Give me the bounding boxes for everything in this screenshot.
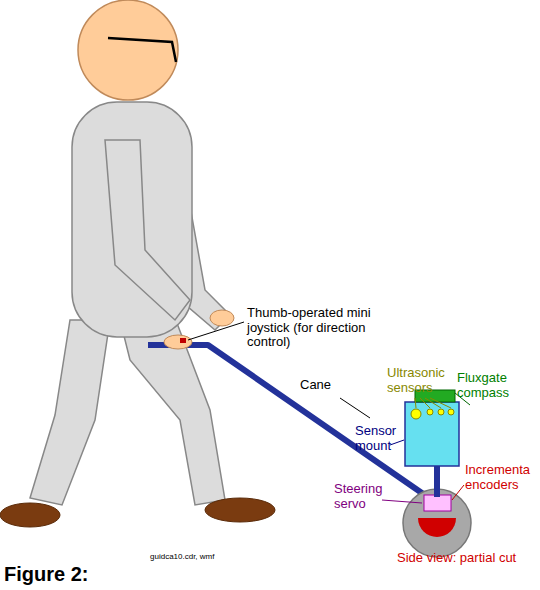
figure-caption: Figure 2: <box>4 563 204 585</box>
front-arm <box>105 140 190 320</box>
mini-joystick <box>180 338 186 343</box>
wheel <box>403 489 471 557</box>
encoder-label: Incrementa encoders <box>465 463 537 492</box>
sensor-mount <box>405 402 459 466</box>
head <box>78 0 178 100</box>
view-note: Side view: partial cut <box>397 551 537 566</box>
torso <box>72 102 192 337</box>
joystick-label: Thumb-operated mini joystick (for direct… <box>247 306 407 350</box>
glasses <box>108 38 176 62</box>
mount-post <box>434 465 440 497</box>
steering-servo <box>424 495 451 511</box>
cane-label: Cane <box>300 378 360 393</box>
servo-label: Steering servo <box>334 482 389 511</box>
ultrasonic-sensor <box>411 409 421 419</box>
back-hand <box>210 310 234 326</box>
sensor-label: Ultrasonic sensors <box>387 366 459 395</box>
back-leg <box>30 320 110 505</box>
back-foot <box>0 503 60 527</box>
ultrasonic-sensor <box>448 409 454 415</box>
file-note: guidca10.cdr, wmf <box>150 553 230 562</box>
front-foot <box>205 498 275 522</box>
ultrasonic-sensor <box>427 409 433 415</box>
leader-lines <box>188 322 470 503</box>
encoder-cut <box>418 518 456 537</box>
ultrasonic-sensor <box>438 409 444 415</box>
compass-label: Fluxgate compass <box>457 371 537 400</box>
front-hand <box>164 335 192 349</box>
mount-label: Sensor mount <box>355 424 405 453</box>
